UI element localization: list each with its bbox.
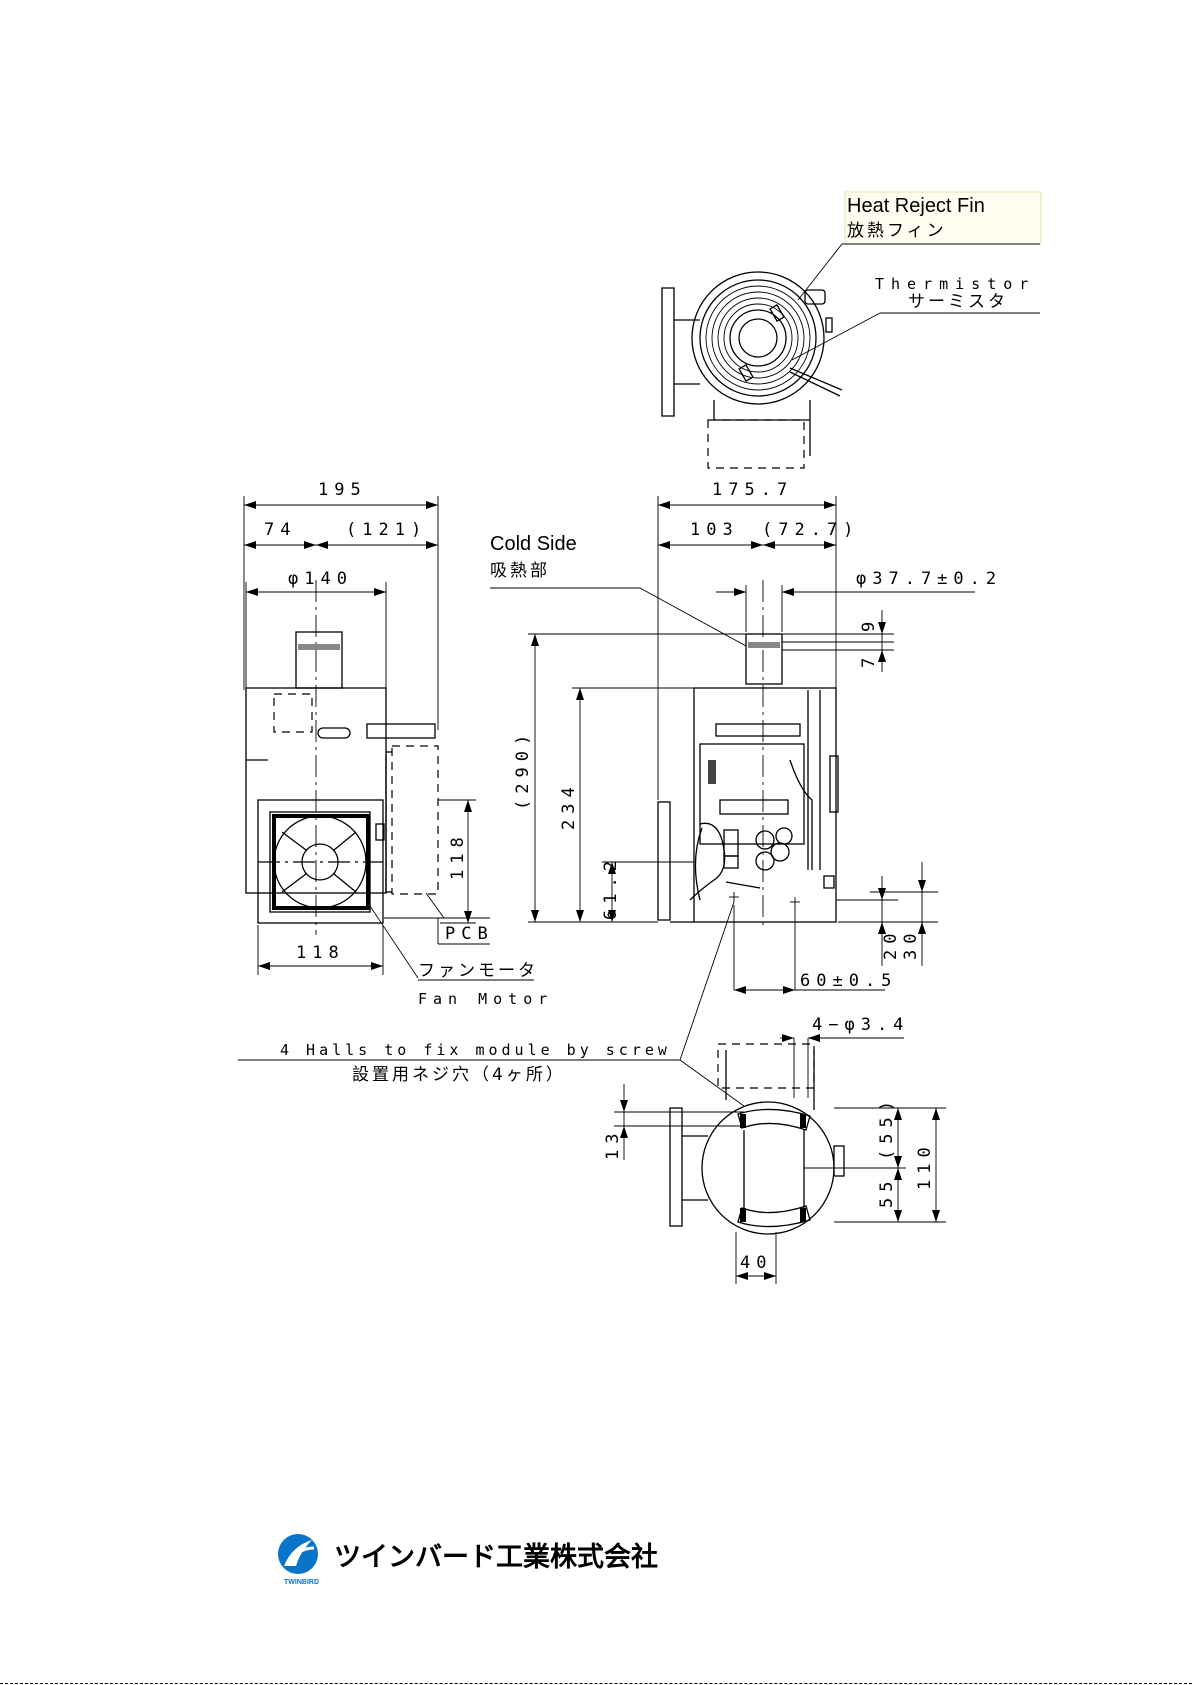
front-view: [658, 580, 838, 930]
dim-13: 13: [603, 1128, 623, 1160]
cold-side-callout: Cold Side 吸熱部: [490, 533, 746, 646]
dim-121: (121): [346, 520, 427, 540]
fan-motor-callout: ファンモータ Fan Motor: [366, 900, 553, 1008]
heat-reject-fin-label-jp: 放熱フィン: [847, 221, 947, 241]
dim-118-width: 118: [296, 943, 345, 963]
dim-290: (290): [513, 729, 533, 810]
dim-61-2: 61.2: [601, 855, 621, 920]
pcb-label: PCB: [445, 924, 494, 944]
dim-195: 195: [318, 480, 367, 500]
heat-reject-fin-label-en: Heat Reject Fin: [847, 195, 985, 217]
cold-side-label-en: Cold Side: [490, 533, 577, 555]
dim-phi37-7: φ37.7±0.2: [856, 569, 1002, 589]
pcb-callout: PCB: [384, 893, 494, 944]
page-bottom-rule: [0, 1683, 1192, 1684]
left-side-view: [246, 580, 438, 935]
holes-label-en: 4 Halls to fix module by screw: [280, 1041, 671, 1059]
dim-74: 74: [264, 520, 296, 540]
fan-motor-label-en: Fan Motor: [418, 990, 553, 1008]
dim-4-phi3-4: 4−φ3.4: [812, 1015, 909, 1035]
company-logo: TWINBIRD ツインバード工業株式会社: [278, 1534, 658, 1586]
dim-60: 60±0.5: [800, 971, 897, 991]
dim-175-7: 175.7: [712, 480, 793, 500]
dim-72-7: (72.7): [762, 520, 859, 540]
dim-55-paren: (55): [877, 1095, 897, 1160]
company-name: ツインバード工業株式会社: [334, 1541, 658, 1573]
thermistor-label-en: Thermistor: [875, 275, 1035, 293]
fan-motor-label-jp: ファンモータ: [418, 961, 538, 981]
dim-55: 55: [877, 1176, 897, 1208]
twinbird-logo-text: TWINBIRD: [284, 1579, 319, 1586]
cold-side-label-jp: 吸熱部: [490, 561, 550, 581]
dim-phi140: φ140: [288, 569, 353, 589]
dim-9: 9: [859, 616, 879, 632]
bottom-view: [670, 1044, 844, 1234]
dim-7: 7: [859, 652, 879, 668]
dim-103: 103: [690, 520, 739, 540]
dim-30: 30: [901, 928, 921, 960]
top-view: [662, 272, 842, 468]
dim-234: 234: [559, 781, 579, 830]
front-view-dimensions: 175.7 103 (72.7) φ37.7±0.2 9 7 (290): [513, 480, 1002, 994]
dim-20: 20: [881, 928, 901, 960]
left-view-dimensions: 195 74 (121) φ140 118 118: [244, 480, 476, 975]
dim-40: 40: [740, 1253, 772, 1273]
dim-118-height: 118: [448, 831, 468, 880]
dim-110: 110: [915, 1141, 935, 1190]
holes-label-jp: 設置用ネジ穴（4ヶ所）: [352, 1065, 566, 1085]
thermistor-label-jp: サーミスタ: [908, 292, 1008, 312]
